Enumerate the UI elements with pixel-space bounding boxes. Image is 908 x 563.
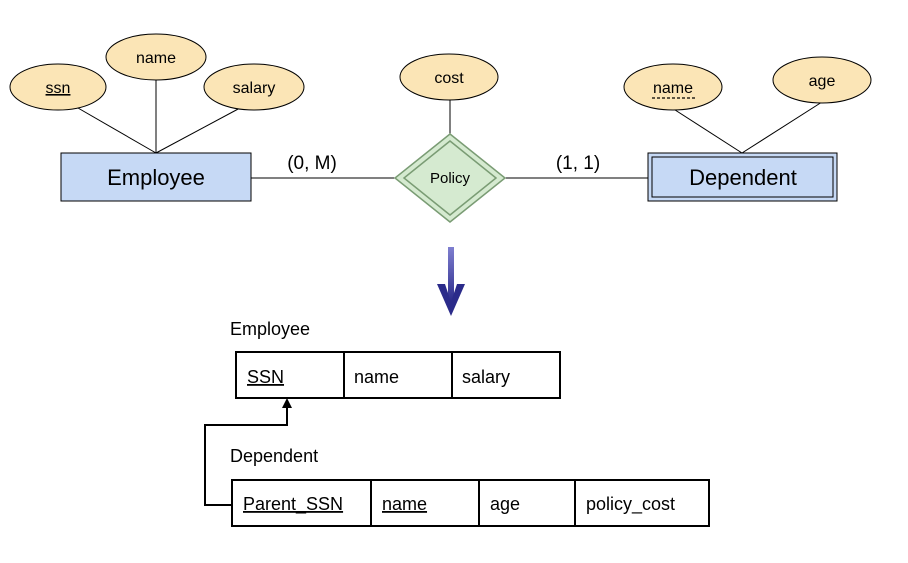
entity-dependent-label: Dependent (689, 165, 797, 190)
dependent-age-connector (741, 101, 823, 154)
table-dependent: Parent_SSN name age policy_cost (231, 479, 710, 527)
attribute-salary: salary (203, 63, 305, 111)
dependent-name-connector (671, 107, 743, 154)
relationship-policy: Policy (393, 133, 507, 223)
down-arrow-icon (437, 247, 465, 316)
foreign-key-arrow (204, 398, 292, 506)
cardinality-employee-side: (0, M) (287, 153, 337, 174)
attribute-cost: cost (399, 53, 499, 101)
employee-ssn-connector (77, 107, 157, 154)
employee-col-name: name (354, 367, 399, 387)
table-dependent-title: Dependent (230, 446, 318, 466)
entity-employee: Employee (60, 152, 252, 202)
employee-col-ssn: SSN (247, 367, 284, 387)
employee-col-salary: salary (462, 367, 510, 387)
attribute-dependent-name-label: name (653, 80, 693, 97)
attribute-cost-label: cost (434, 70, 464, 87)
entity-employee-label: Employee (107, 165, 205, 190)
relationship-policy-label: Policy (430, 170, 471, 187)
dependent-col-age: age (490, 494, 520, 514)
attribute-age: age (772, 56, 872, 104)
attribute-salary-label: salary (233, 80, 276, 97)
dependent-col-name: name (382, 494, 427, 514)
attribute-employee-name: name (105, 33, 207, 81)
attribute-age-label: age (809, 73, 836, 90)
dependent-col-policy-cost: policy_cost (586, 494, 675, 515)
attribute-ssn: ssn (9, 63, 107, 111)
dependent-col-parent-ssn: Parent_SSN (243, 494, 343, 515)
table-employee: SSN name salary (235, 351, 561, 399)
attribute-employee-name-label: name (136, 50, 176, 67)
attribute-ssn-label: ssn (46, 80, 71, 97)
attribute-dependent-name: name (623, 63, 723, 111)
employee-salary-connector (155, 107, 241, 154)
table-employee-title: Employee (230, 319, 310, 339)
entity-dependent: Dependent (647, 152, 838, 202)
cardinality-dependent-side: (1, 1) (556, 153, 600, 174)
